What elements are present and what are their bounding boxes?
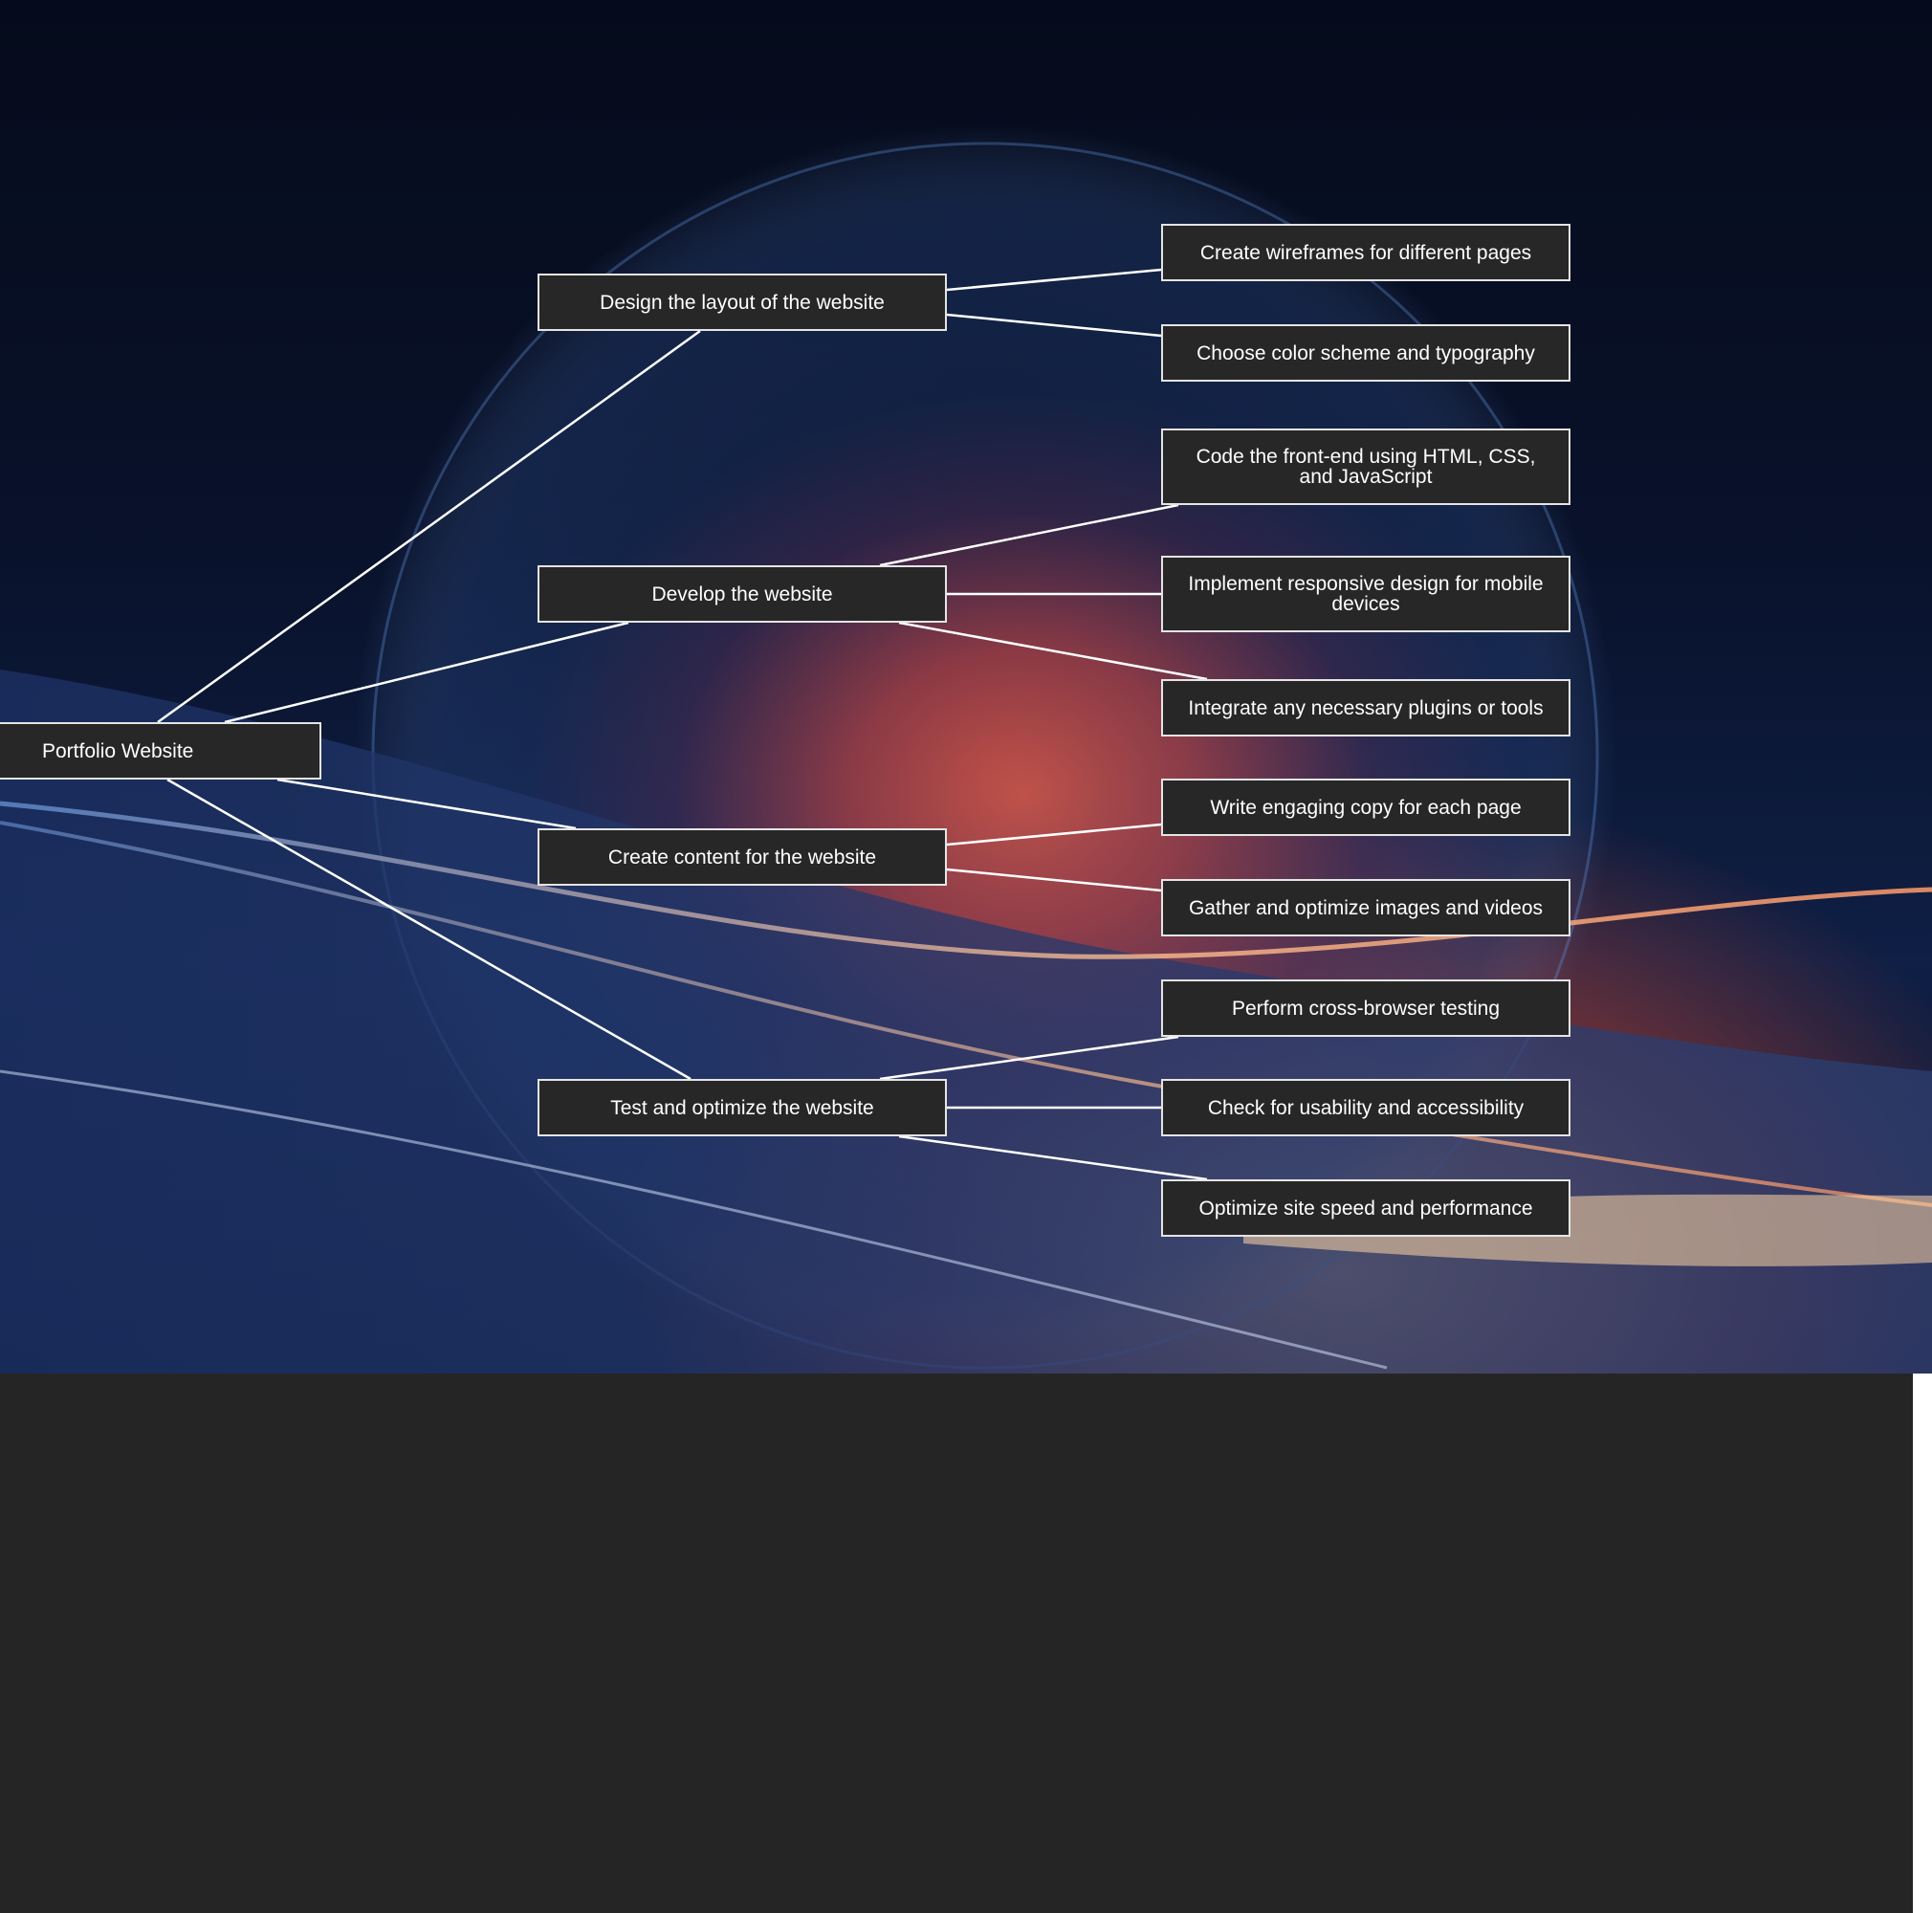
leaf-node[interactable]: Code the front-end using HTML, CSS, and … <box>1161 429 1570 505</box>
connector-line <box>879 1035 1179 1081</box>
leaf-node[interactable]: Perform cross-browser testing <box>1161 979 1570 1037</box>
connector-line <box>946 823 1162 847</box>
leaf-node[interactable]: Optimize site speed and performance <box>1161 1179 1570 1237</box>
connector-line <box>898 1134 1208 1181</box>
root-node[interactable]: Portfolio Website <box>0 722 321 780</box>
background-wave-light-2 <box>0 821 1932 1207</box>
connector-line <box>898 621 1208 681</box>
connector-line <box>879 503 1179 567</box>
connector-line <box>224 621 629 724</box>
leaf-node[interactable]: Gather and optimize images and videos <box>1161 879 1570 936</box>
leaf-node[interactable]: Create wireframes for different pages <box>1161 224 1570 281</box>
leaf-node[interactable]: Integrate any necessary plugins or tools <box>1161 679 1570 737</box>
connector-line <box>157 329 701 724</box>
branch-node[interactable]: Test and optimize the website <box>538 1079 947 1136</box>
right-edge-strip <box>1913 1374 1932 1913</box>
mindmap-canvas: Portfolio Website Design the layout of t… <box>0 0 1932 1374</box>
leaf-node[interactable]: Implement responsive design for mobile d… <box>1161 556 1570 632</box>
connector-line <box>166 778 692 1081</box>
connector-line <box>276 778 577 830</box>
connector-lines <box>157 268 1208 1181</box>
connector-line <box>946 868 1162 892</box>
leaf-node[interactable]: Write engaging copy for each page <box>1161 779 1570 836</box>
background-wave-light-1 <box>0 801 1932 959</box>
connector-line <box>946 313 1162 338</box>
connector-line <box>946 268 1162 292</box>
background-wave-light-3 <box>0 1069 1388 1370</box>
branch-node[interactable]: Develop the website <box>538 565 947 623</box>
branch-node[interactable]: Create content for the website <box>538 828 947 886</box>
leaf-node[interactable]: Choose color scheme and typography <box>1161 324 1570 382</box>
branch-node[interactable]: Design the layout of the website <box>538 274 947 331</box>
leaf-node[interactable]: Check for usability and accessibility <box>1161 1079 1570 1136</box>
